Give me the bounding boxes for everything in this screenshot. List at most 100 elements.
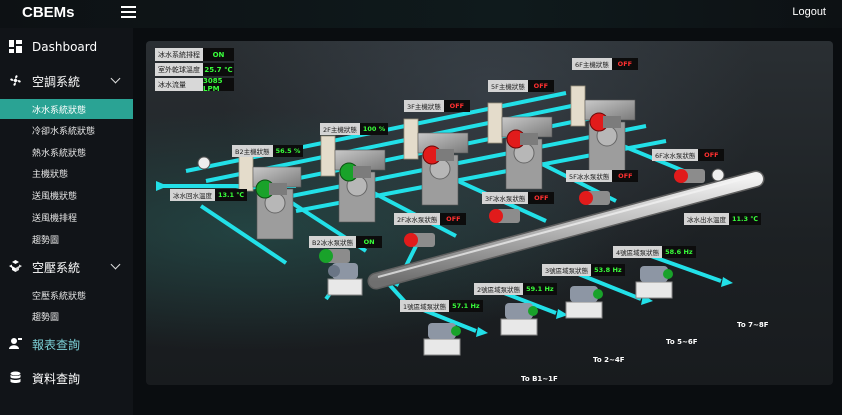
logout-link[interactable]: Logout	[792, 6, 826, 18]
tag-label: B2主機狀態	[232, 145, 273, 157]
tag-value: OFF	[443, 100, 470, 112]
sidebar-item-label: 空壓系統	[32, 260, 81, 275]
dest-7-8f: To 7~8F	[737, 321, 769, 329]
header-pipe	[367, 170, 765, 290]
tag-value: 56.5 %	[272, 145, 304, 157]
tag-label: 2F主機狀態	[320, 123, 360, 135]
chevron-down-icon	[110, 259, 121, 270]
chevron-down-icon	[110, 73, 121, 84]
chilled-water-pumps	[319, 169, 705, 263]
tag-value: OFF	[528, 192, 555, 204]
sidebar-item-data-query[interactable]: 資料查詢	[0, 365, 133, 391]
sidebar-item-air-compressor[interactable]: 空壓系統	[0, 254, 133, 280]
tag-value: 57.1 Hz	[449, 300, 483, 312]
flow-arrows	[156, 181, 733, 337]
sidebar-item-dashboard[interactable]: Dashboard	[0, 34, 133, 60]
tag-value: 11.3 ℃	[729, 213, 762, 225]
sidebar-item-label: Dashboard	[32, 40, 98, 54]
tag-label: 3F冰水泵狀態	[482, 192, 529, 204]
tag-label: 6F主機狀態	[572, 58, 612, 70]
tag-label: 1號區域泵狀態	[400, 300, 450, 312]
tag-value: OFF	[527, 80, 554, 92]
database-icon	[10, 371, 21, 383]
tag-label: 4號區域泵狀態	[613, 246, 663, 258]
zone-pumps	[327, 263, 363, 296]
tag-label: 3號區域泵狀態	[542, 264, 592, 276]
sidebar-item-label: 資料查詢	[32, 371, 81, 386]
cubes-icon	[9, 260, 22, 272]
info-outdoor-temp: 室外乾球溫度 25.7 ℃	[155, 63, 234, 76]
tag-label: 冰水出水溫度	[684, 213, 729, 225]
info-label: 冰水流量	[155, 78, 203, 91]
tag-label: 5F冰水泵狀態	[566, 170, 613, 182]
tag-value: ON	[356, 236, 383, 248]
tag-value: 53.8 Hz	[591, 264, 625, 276]
info-value: ON	[203, 48, 234, 61]
sidebar-item-air-status[interactable]: 空壓系統狀態	[32, 291, 87, 302]
sidebar-item-hvac-trend[interactable]: 趨勢圖	[32, 235, 60, 246]
info-label: 冰水系統排程	[155, 48, 203, 61]
tag-value: OFF	[698, 149, 725, 161]
tag-label: B2冰水泵狀態	[309, 236, 357, 248]
sidebar-item-chilled-water[interactable]: 冰水系統狀態	[0, 99, 133, 119]
sidebar-item-label: 空調系統	[32, 74, 81, 89]
sidebar-item-hvac[interactable]: 空調系統	[0, 68, 133, 94]
sidebar-item-fan-schedule[interactable]: 送風機排程	[32, 213, 78, 224]
chiller-units	[238, 85, 636, 240]
tag-label: 3F主機狀態	[404, 100, 444, 112]
tag-value: OFF	[611, 58, 638, 70]
tag-value: 59.1 Hz	[523, 283, 557, 295]
dest-b1-1f: To B1~1F	[521, 375, 558, 383]
return-pressure-gauge-icon	[197, 156, 211, 170]
sidebar-item-label: 報表查詢	[32, 337, 81, 352]
info-label: 室外乾球溫度	[155, 63, 203, 76]
dest-2-4f: To 2~4F	[593, 356, 625, 364]
fan-icon	[10, 75, 21, 86]
dest-5-6f: To 5~6F	[666, 338, 698, 346]
dashboard-icon	[9, 40, 22, 53]
tag-label: 5F主機狀態	[488, 80, 528, 92]
supply-pressure-gauge-icon	[711, 168, 725, 182]
tag-label: 6F冰水泵狀態	[652, 149, 699, 161]
info-value: 3085 LPM	[203, 77, 234, 93]
sidebar-item-report[interactable]: 報表查詢	[0, 331, 133, 357]
sidebar-item-chiller[interactable]: 主機狀態	[32, 169, 69, 180]
tag-label: 冰水回水溫度	[170, 189, 215, 201]
tag-value: 100 %	[359, 123, 389, 135]
info-schedule: 冰水系統排程 ON	[155, 48, 234, 61]
sidebar-item-hot-water[interactable]: 熱水系統狀態	[32, 148, 87, 159]
tag-value: OFF	[612, 170, 639, 182]
tag-value: 13.1 ℃	[215, 189, 248, 201]
sidebar-item-air-trend[interactable]: 趨勢圖	[32, 312, 60, 323]
sidebar-item-cooling-water[interactable]: 冷卻水系統狀態	[32, 126, 96, 137]
hamburger-menu-icon[interactable]	[121, 6, 136, 18]
tag-label: 2號區域泵狀態	[474, 283, 524, 295]
sidebar-item-fan[interactable]: 送風機狀態	[32, 191, 78, 202]
sidebar: Dashboard 空調系統 冰水系統狀態 冷卻水系統狀態 熱水系統狀態 主機狀…	[0, 28, 133, 415]
brand-logo: CBEMs	[22, 4, 75, 21]
tag-value: OFF	[440, 213, 467, 225]
tag-value: 58.6 Hz	[662, 246, 696, 258]
zone-pump-units	[423, 266, 673, 356]
info-flow: 冰水流量 3085 LPM	[155, 77, 234, 93]
tag-label: 2F冰水泵狀態	[394, 213, 441, 225]
report-user-icon	[9, 338, 22, 349]
top-bar: CBEMs Logout	[0, 0, 842, 28]
info-value: 25.7 ℃	[203, 63, 234, 76]
